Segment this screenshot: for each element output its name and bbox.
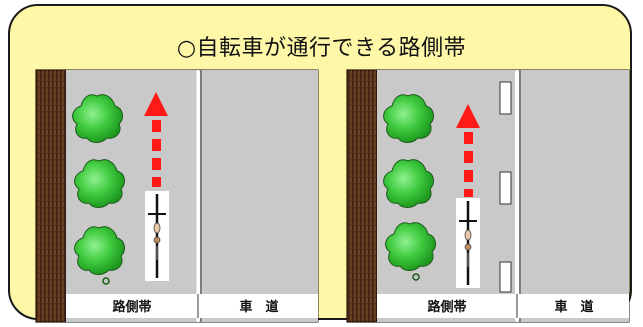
roadway-label: 車 道 [239, 299, 278, 315]
bicycle-icon [454, 196, 482, 290]
diagram-title: ○自転車が通行できる路側帯 [176, 36, 467, 61]
roadway-label: 車 道 [554, 299, 593, 315]
roadway-area [200, 70, 318, 322]
bicycle-icon [143, 189, 171, 283]
right-panel: 路側帯 車 道 [346, 69, 630, 323]
arrow-icon [456, 104, 480, 128]
left-panel: 路側帯 車 道 [35, 69, 319, 323]
shoulder-label: 路側帯 [427, 299, 466, 315]
arrow-icon [144, 92, 168, 116]
fence [35, 69, 67, 323]
lane-mark [499, 81, 512, 115]
lane-mark [499, 171, 512, 205]
shoulder-label: 路側帯 [112, 299, 151, 315]
fence [346, 69, 378, 323]
roadway-area [519, 70, 629, 322]
lane-mark [499, 261, 512, 293]
